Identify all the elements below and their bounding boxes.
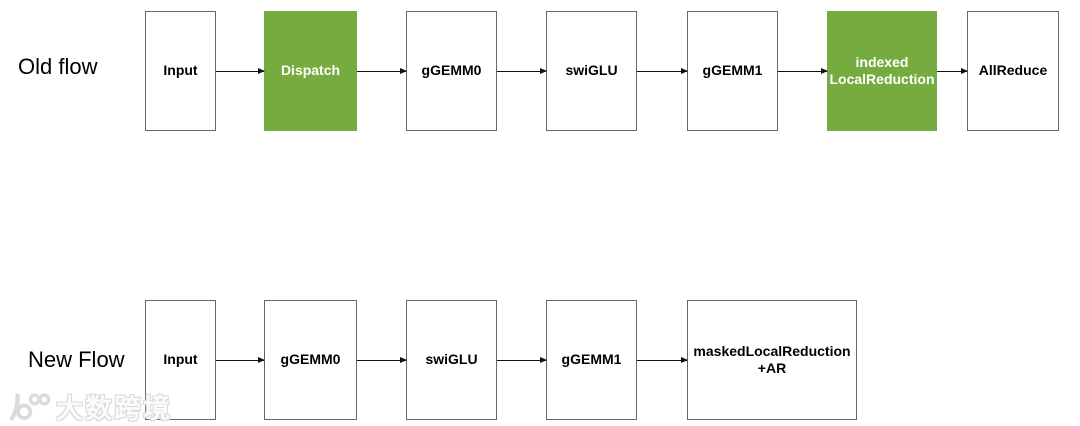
node-new-masked-localreduction-ar: maskedLocalReduction +AR <box>687 300 857 420</box>
flow-arrow <box>497 68 547 74</box>
flow-arrow <box>216 357 265 363</box>
flow-arrow <box>937 68 968 74</box>
node-old-dispatch: Dispatch <box>264 11 357 131</box>
node-new-ggemm1: gGEMM1 <box>546 300 637 420</box>
node-label: AllReduce <box>978 62 1048 79</box>
node-old-indexed-localreduction: indexed LocalReduction <box>827 11 937 131</box>
node-label: indexed LocalReduction <box>829 53 935 88</box>
node-old-swiglu: swiGLU <box>546 11 637 131</box>
flow-arrow <box>637 357 688 363</box>
node-label: gGEMM0 <box>421 62 482 79</box>
flow-arrow <box>778 68 828 74</box>
flow-arrow <box>497 357 547 363</box>
node-new-ggemm0: gGEMM0 <box>264 300 357 420</box>
node-new-swiglu: swiGLU <box>406 300 497 420</box>
node-label: Input <box>163 351 198 368</box>
node-old-allreduce: AllReduce <box>967 11 1059 131</box>
node-label: Input <box>163 62 198 79</box>
node-old-ggemm1: gGEMM1 <box>687 11 778 131</box>
node-label: swiGLU <box>565 62 618 79</box>
node-new-input: Input <box>145 300 216 420</box>
node-label: gGEMM1 <box>561 351 622 368</box>
flow-arrow <box>357 68 407 74</box>
node-label: Dispatch <box>280 62 341 79</box>
flow-arrow <box>637 68 688 74</box>
flow-label-new: New Flow <box>28 347 125 372</box>
watermark-logo-icon <box>9 392 51 421</box>
node-old-input: Input <box>145 11 216 131</box>
node-label: gGEMM0 <box>280 351 341 368</box>
flow-label-old: Old flow <box>18 54 98 79</box>
node-label: swiGLU <box>425 351 478 368</box>
node-label: maskedLocalReduction +AR <box>693 342 851 377</box>
node-label: gGEMM1 <box>702 62 763 79</box>
node-old-ggemm0: gGEMM0 <box>406 11 497 131</box>
flow-arrow <box>216 68 265 74</box>
flow-arrow <box>357 357 407 363</box>
